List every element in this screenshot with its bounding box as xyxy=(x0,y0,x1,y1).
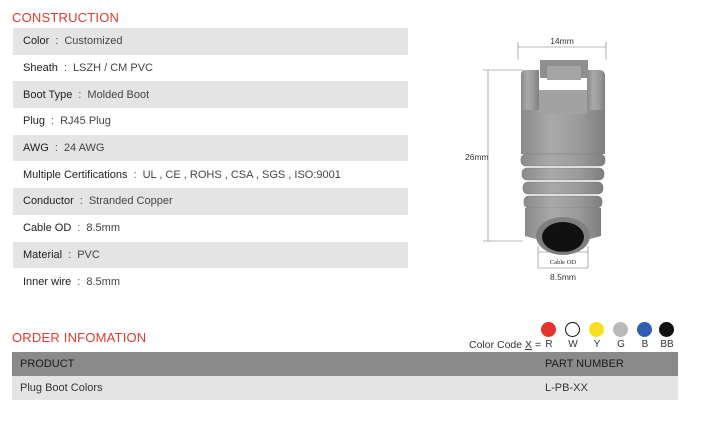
cable-od-tag: Cable OD xyxy=(550,259,576,266)
spec-row-awg: AWG:24 AWG xyxy=(13,134,408,162)
swatch-white xyxy=(565,322,580,337)
header-part-number: PART NUMBER xyxy=(545,358,624,370)
spec-separator: : xyxy=(68,248,72,261)
spec-value: Customized xyxy=(64,35,123,48)
swatch-red xyxy=(541,322,556,337)
spec-row-plug: Plug: RJ45 Plug xyxy=(13,108,408,135)
color-code-legend: Color Code X = R W Y G B BB xyxy=(469,322,684,352)
width-label: 14mm xyxy=(550,36,574,46)
spec-label: Material xyxy=(23,248,63,261)
spec-value: Stranded Copper xyxy=(88,195,173,208)
spec-value: Molded Boot xyxy=(87,88,150,101)
order-table: PRODUCT PART NUMBER Plug Boot Colors L-P… xyxy=(12,352,678,400)
order-title: ORDER INFOMATION xyxy=(12,330,147,345)
header-product: PRODUCT xyxy=(20,358,75,370)
table-row: Plug Boot Colors L-PB-XX xyxy=(12,376,678,400)
spec-row-cable-od: Cable OD:8.5mm xyxy=(13,215,408,242)
cable-od-callout: Cable OD 8.5mm xyxy=(537,246,589,282)
spec-label: AWG xyxy=(23,142,49,155)
cell-part-number: L-PB-XX xyxy=(545,382,588,394)
spec-separator: : xyxy=(51,115,55,128)
cable-od-value: 8.5mm xyxy=(550,272,576,282)
height-dimension: 26mm xyxy=(465,69,523,242)
spec-value: 24 AWG xyxy=(63,142,105,155)
cell-product: Plug Boot Colors xyxy=(20,382,103,394)
spec-row-material: Material: PVC xyxy=(13,241,408,269)
spec-separator: : xyxy=(55,35,59,48)
spec-row-sheath: Sheath: LSZH / CM PVC xyxy=(13,55,408,82)
swatch-gray xyxy=(613,322,628,337)
spec-label: Multiple Certifications xyxy=(23,168,128,181)
spec-row-boot-type: Boot Type: Molded Boot xyxy=(13,81,408,109)
swatch-letter: W xyxy=(568,339,578,350)
color-code-prefix: Color Code xyxy=(469,339,526,351)
plug-boot-icon xyxy=(520,60,606,255)
construction-title: CONSTRUCTION xyxy=(12,10,120,25)
spec-label: Sheath xyxy=(23,62,58,75)
spec-separator: : xyxy=(78,88,82,101)
color-code-x: X xyxy=(525,339,533,351)
height-label: 26mm xyxy=(465,152,489,162)
spec-value: UL , CE , ROHS , CSA , SGS , ISO:9001 xyxy=(142,168,341,181)
spec-separator: : xyxy=(79,195,83,208)
swatch-letter: BB xyxy=(660,339,674,350)
spec-value: 8.5mm xyxy=(86,222,120,235)
spec-label: Cable OD xyxy=(23,222,72,235)
spec-label: Boot Type xyxy=(23,88,73,101)
spec-value: RJ45 Plug xyxy=(60,115,111,128)
spec-separator: : xyxy=(133,168,137,181)
spec-separator: : xyxy=(77,275,81,288)
color-code-eq: = xyxy=(532,339,542,351)
order-table-header: PRODUCT PART NUMBER xyxy=(12,352,678,376)
swatch-black xyxy=(659,322,674,337)
spec-separator: : xyxy=(54,142,58,155)
color-code-label: Color Code X = xyxy=(469,339,541,351)
spec-value: LSZH / CM PVC xyxy=(72,62,154,75)
swatch-letter: Y xyxy=(593,339,601,350)
swatch-yellow xyxy=(589,322,604,337)
spec-value: PVC xyxy=(77,248,100,261)
spec-row-color: Color: Customized xyxy=(13,28,408,55)
spec-label: Color xyxy=(23,35,50,48)
spec-separator: : xyxy=(77,222,81,235)
spec-row-certifications: Multiple Certifications: UL , CE , ROHS ,… xyxy=(13,161,408,188)
spec-label: Plug xyxy=(23,115,46,128)
spec-row-conductor: Conductor: Stranded Copper xyxy=(13,188,408,215)
construction-spec-table: Color: Customized Sheath: LSZH / CM PVC Bo… xyxy=(13,28,408,295)
width-dimension: 14mm xyxy=(517,36,607,60)
swatch-letter: G xyxy=(617,339,625,350)
spec-label: Inner wire xyxy=(23,275,72,288)
swatch-letter: B xyxy=(641,339,649,350)
spec-label: Conductor xyxy=(23,195,74,208)
spec-separator: : xyxy=(63,62,67,75)
spec-row-inner-wire: Inner wire:8.5mm xyxy=(13,268,408,295)
swatch-letter: R xyxy=(545,339,553,350)
swatch-blue xyxy=(637,322,652,337)
spec-value: 8.5mm xyxy=(86,275,120,288)
plug-boot-dimension-figure: 14mm 26mm Cabl xyxy=(465,36,607,282)
